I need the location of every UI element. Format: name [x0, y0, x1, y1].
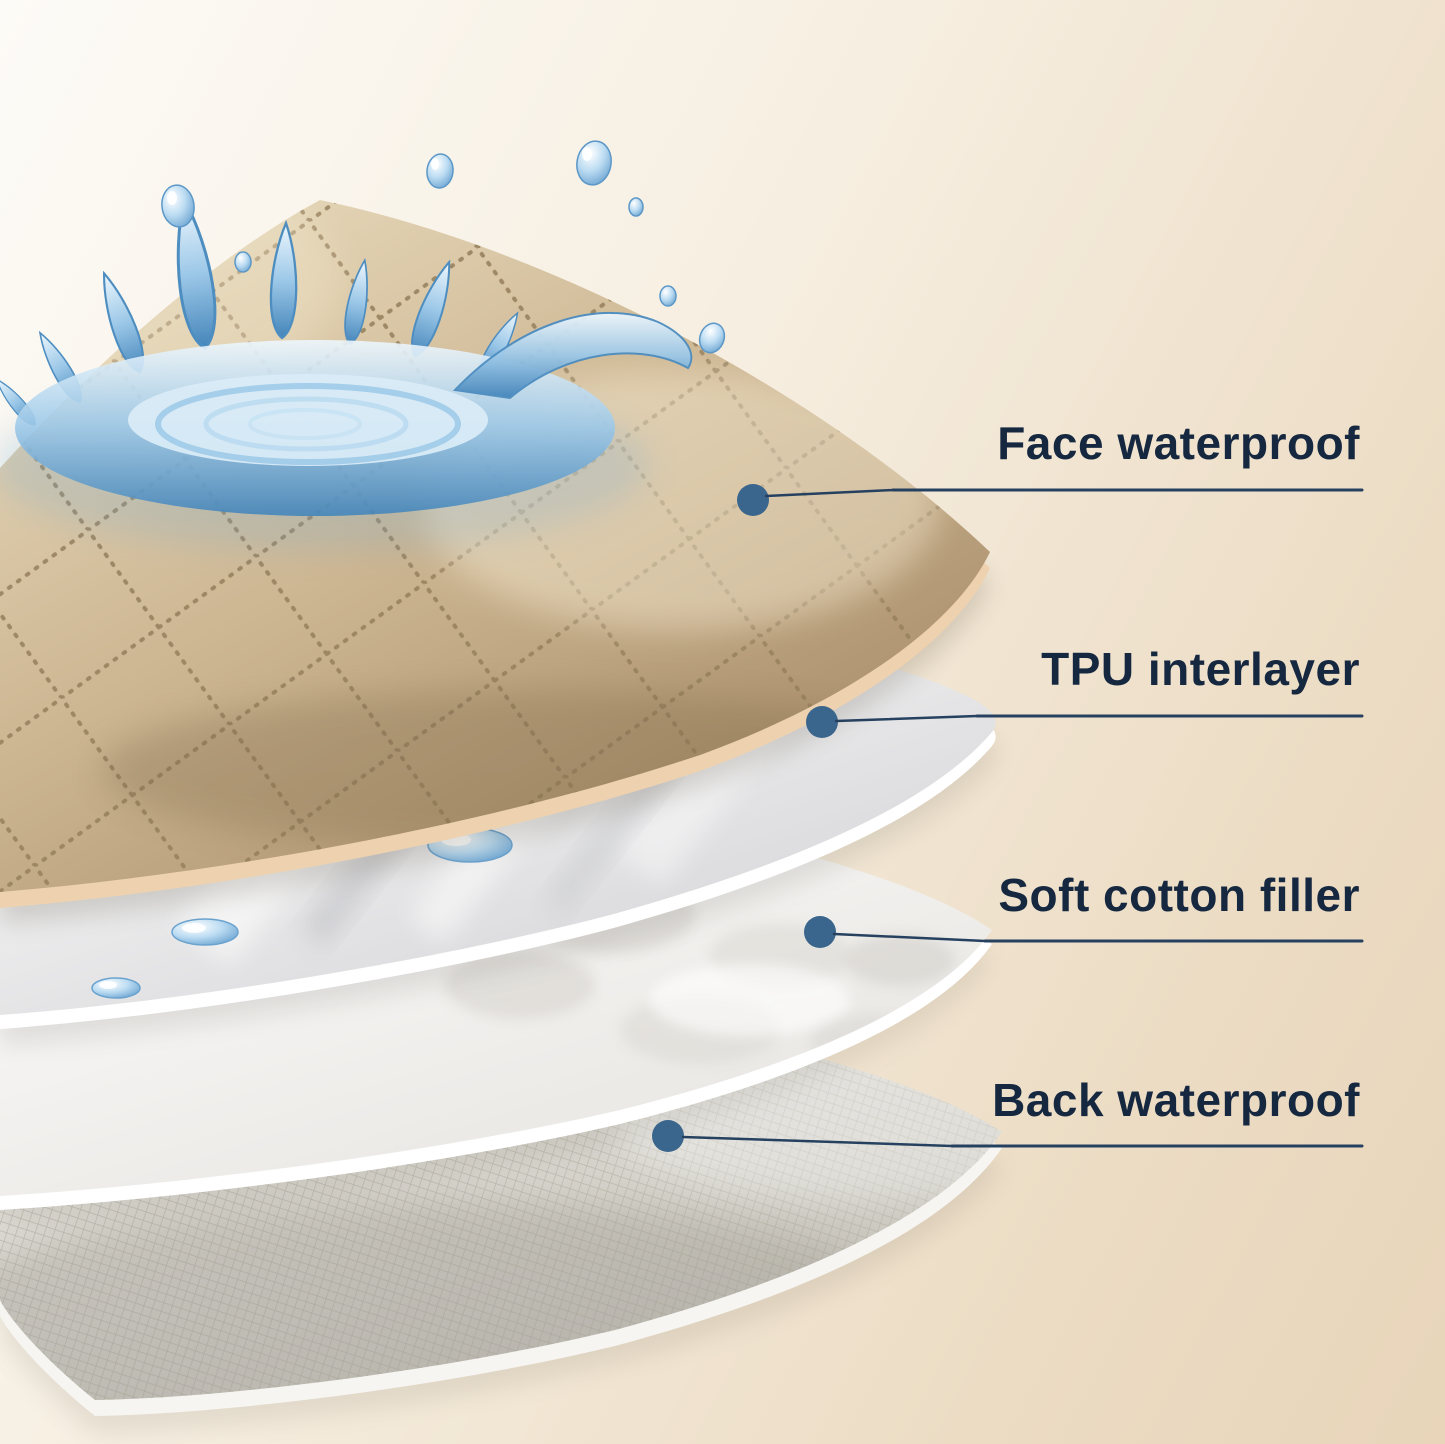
callout-dot-cotton	[804, 916, 836, 948]
droplet-highlight	[582, 147, 592, 161]
callouts	[652, 484, 1364, 1152]
splash-ripple	[203, 396, 409, 452]
flying-droplet	[628, 197, 644, 217]
callout-tpu-interlayer	[806, 706, 1364, 738]
fluff-highlight	[650, 964, 850, 1036]
callout-leader-face	[764, 488, 895, 498]
label-back-waterproof: Back waterproof	[992, 1074, 1360, 1126]
label-soft-cotton-filler: Soft cotton filler	[998, 869, 1360, 921]
callout-leader-tpu	[834, 714, 979, 723]
droplet-body	[91, 977, 141, 999]
droplet-highlight	[431, 158, 439, 170]
flying-droplet	[426, 153, 454, 189]
flying-droplet	[576, 140, 612, 186]
splash-ripple	[155, 383, 461, 465]
flying-droplet	[234, 251, 252, 273]
droplet-body	[628, 197, 644, 217]
droplet-body	[171, 918, 239, 946]
flying-droplet	[659, 285, 677, 307]
label-face-waterproof: Face waterproof	[997, 417, 1360, 469]
callout-face-waterproof	[737, 484, 1364, 516]
splash-ripple	[248, 408, 362, 440]
droplet-body	[659, 285, 677, 307]
droplet-highlight	[99, 981, 117, 989]
fluff-blob	[845, 934, 955, 986]
callout-leader-back	[681, 1135, 954, 1148]
splash-ring-hole	[128, 374, 488, 466]
water-splash	[0, 140, 726, 550]
droplet-body	[426, 153, 454, 189]
label-tpu-interlayer: TPU interlayer	[1041, 643, 1360, 695]
callout-leader-cotton	[832, 932, 987, 943]
callout-dot-tpu	[806, 706, 838, 738]
tpu-water-droplet	[91, 977, 141, 999]
flying-droplet	[161, 184, 195, 228]
callout-cotton-filler	[804, 916, 1364, 948]
droplet-highlight	[182, 923, 206, 933]
splash-arm	[452, 311, 693, 400]
tpu-water-droplet	[171, 918, 239, 946]
flying-droplet	[698, 322, 726, 354]
droplet-body	[234, 251, 252, 273]
droplet-body	[576, 140, 612, 186]
droplet-highlight	[167, 191, 177, 205]
callout-dot-back	[652, 1120, 684, 1152]
droplet-body	[698, 322, 726, 354]
callout-back-waterproof	[652, 1120, 1364, 1152]
callout-dot-face	[737, 484, 769, 516]
